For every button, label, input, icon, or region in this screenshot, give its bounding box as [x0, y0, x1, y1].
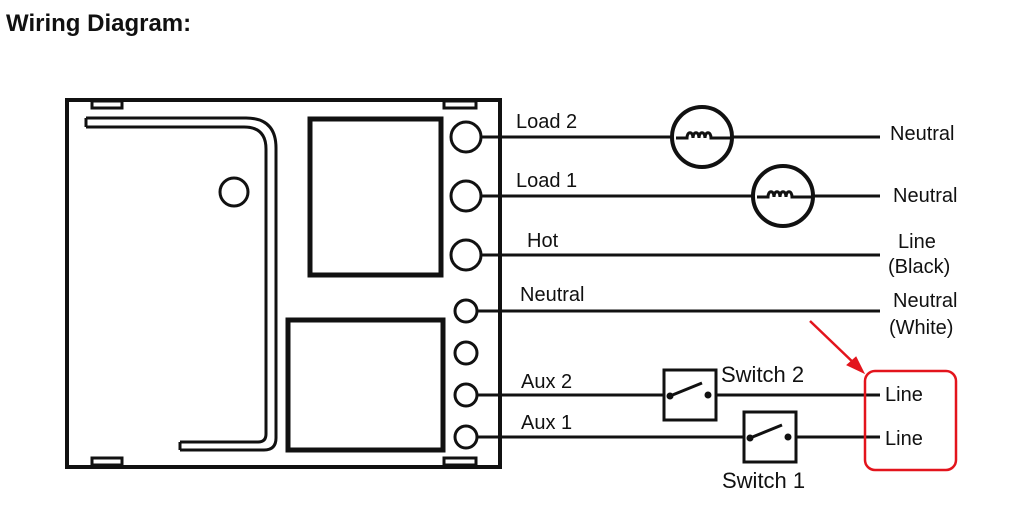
- wires: [477, 135, 880, 439]
- switch-1: [742, 410, 798, 464]
- relay-block-lower: [285, 317, 446, 453]
- label-neutral: Neutral: [520, 284, 584, 306]
- label-switch1: Switch 1: [722, 468, 805, 493]
- label-white: (White): [889, 317, 953, 339]
- highlight-box: [863, 369, 958, 472]
- switch-contact: [784, 433, 792, 441]
- switch-contact: [746, 434, 754, 442]
- terminal-hot: [449, 238, 483, 272]
- label-load1: Load 1: [516, 170, 577, 192]
- corner-tab-top-right: [442, 99, 478, 110]
- relay-block-upper: [307, 116, 444, 278]
- corner-tab-bottom-left: [90, 456, 124, 467]
- bulb-icon: [751, 164, 815, 228]
- corner-tab-bottom-right: [442, 456, 478, 467]
- terminal-aux2: [453, 382, 479, 408]
- label-load2: Load 2: [516, 111, 577, 133]
- status-led-hole: [218, 176, 250, 208]
- label-aux1: Aux 1: [521, 412, 572, 434]
- arrow-head-icon: [846, 356, 866, 375]
- label-black: (Black): [888, 256, 950, 278]
- filament-icon: [676, 131, 730, 140]
- bulb-load1: [751, 164, 815, 228]
- label-neutral-white: Neutral: [893, 290, 957, 312]
- terminal-unused: [453, 340, 479, 366]
- switch-lever: [669, 381, 703, 398]
- label-line-aux1: Line: [885, 428, 923, 450]
- page-title: Wiring Diagram:: [6, 10, 192, 37]
- label-neutral-load2: Neutral: [890, 123, 954, 145]
- switch-contact: [704, 391, 712, 399]
- label-line-aux2: Line: [885, 384, 923, 406]
- label-line: Line: [898, 231, 936, 253]
- antenna-trace-inner: [86, 125, 268, 444]
- filament-icon: [757, 190, 811, 199]
- corner-tab-top-left: [90, 99, 124, 110]
- switch-2: [662, 368, 718, 422]
- antenna-trace-outer: [86, 116, 278, 452]
- module-outline: [65, 98, 502, 469]
- switch-contact: [666, 392, 674, 400]
- bulb-icon: [670, 105, 734, 169]
- highlight-annotation: [809, 320, 958, 472]
- terminal-load1: [449, 179, 483, 213]
- label-neutral-load1: Neutral: [893, 185, 957, 207]
- bulb-load2: [670, 105, 734, 169]
- label-aux2: Aux 2: [521, 371, 572, 393]
- terminal-aux1: [453, 424, 479, 450]
- label-switch2: Switch 2: [721, 362, 804, 387]
- terminal-neutral: [453, 298, 479, 324]
- switch-lever: [749, 423, 783, 440]
- terminal-load2: [449, 120, 483, 154]
- relay-module: [65, 98, 502, 469]
- arrow-shaft: [809, 320, 859, 368]
- label-hot: Hot: [527, 230, 559, 252]
